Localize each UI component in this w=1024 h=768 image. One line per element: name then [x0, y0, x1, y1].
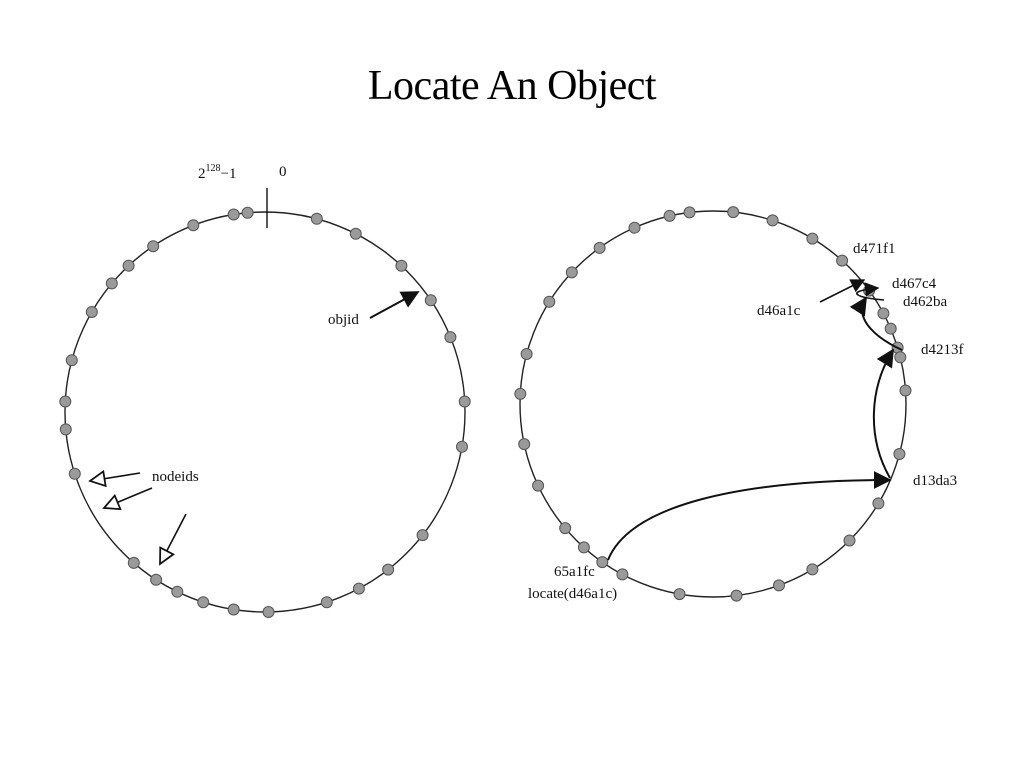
nodeid-arrow-2 [104, 487, 153, 508]
right-node-dot [843, 534, 856, 547]
right-diagram: d471f1 d467c4 d462ba d4213f d13da3 65a1f… [514, 206, 964, 602]
left-node-dot [127, 556, 140, 569]
left-node-dot [197, 596, 210, 609]
node-label-d4213f: d4213f [921, 342, 964, 358]
nodeid-arrow-1 [90, 473, 141, 481]
right-node-dot [877, 307, 890, 320]
right-node-dot [543, 295, 556, 308]
left-node-dot [65, 354, 78, 367]
right-node-dot [532, 479, 545, 492]
left-node-dot [171, 585, 184, 598]
right-node-dot [899, 384, 912, 397]
right-node-dot [884, 322, 897, 335]
node-label-d471f1: d471f1 [853, 241, 896, 257]
nodeid-arrow-3 [160, 513, 187, 564]
left-node-dot [59, 423, 72, 436]
node-label-d462ba: d462ba [903, 294, 948, 310]
left-node-dot [187, 219, 200, 232]
right-node-dot [518, 438, 531, 451]
right-node-dot [514, 387, 527, 400]
left-node-dot [105, 277, 118, 290]
right-node-dot [683, 206, 696, 219]
left-node-dot [424, 294, 437, 307]
left-node-dot [227, 208, 240, 221]
key-label: d46a1c [757, 303, 801, 319]
left-node-dot [320, 596, 333, 609]
left-node-dot [444, 331, 457, 344]
route-hop-2 [872, 348, 894, 479]
left-node-dot [395, 259, 408, 272]
right-node-dot [893, 448, 906, 460]
right-node-dot [616, 568, 629, 581]
left-node-dot [68, 467, 81, 480]
left-node-dot [262, 606, 275, 618]
right-node-dot [673, 588, 686, 601]
left-node-dot [416, 529, 429, 542]
ring-zero-label: 0 [279, 164, 287, 180]
right-node-dot [872, 497, 885, 510]
right-node-dot [663, 209, 676, 222]
left-node-dot [458, 395, 471, 408]
slide-title: Locate An Object [367, 63, 657, 109]
right-node-dot [628, 221, 641, 234]
right-node-dot [766, 214, 779, 227]
left-node-dot [456, 440, 468, 453]
left-node-dot [349, 227, 362, 240]
objid-label: objid [328, 312, 359, 328]
locate-call-label: locate(d46a1c) [528, 586, 617, 602]
right-node-dot [836, 254, 849, 267]
left-node-dot [241, 206, 254, 219]
right-node-dot [559, 522, 572, 535]
left-node-dot [147, 240, 160, 253]
right-node-dot [894, 351, 907, 364]
left-diagram: 2128−1 0 objid nodeids [59, 163, 471, 618]
left-node-dot [227, 603, 240, 616]
node-label-d467c4: d467c4 [892, 276, 937, 292]
right-node-dot [520, 348, 533, 360]
right-id-ring [519, 210, 907, 598]
left-node-dots [59, 206, 471, 618]
objid-arrow [369, 291, 420, 319]
left-node-dot [310, 212, 323, 225]
key-pointer-arrow [819, 279, 866, 303]
right-node-dot [806, 563, 819, 576]
route-hop-4 [855, 282, 885, 301]
right-node-dot [730, 589, 743, 602]
left-node-dot [85, 306, 98, 318]
left-node-dot [382, 563, 395, 576]
right-node-dot [727, 206, 740, 219]
route-hop-1 [607, 471, 892, 561]
right-node-dot [565, 266, 578, 279]
left-node-dot [150, 573, 163, 586]
left-node-dot [122, 259, 135, 272]
nodeids-label: nodeids [152, 469, 199, 485]
left-node-dot [59, 395, 72, 408]
left-node-dot [352, 582, 365, 595]
route-hop-3 [849, 296, 903, 351]
node-label-65a1fc: 65a1fc [554, 564, 595, 580]
ring-max-label: 2128−1 [198, 163, 236, 182]
right-node-dot [577, 541, 590, 554]
node-label-d13da3: d13da3 [913, 473, 957, 489]
right-node-dots [514, 206, 912, 602]
right-node-dot [773, 579, 785, 592]
right-node-dot [596, 556, 609, 569]
right-node-dot [806, 232, 819, 245]
left-id-ring [64, 211, 466, 613]
right-node-dot [593, 241, 606, 254]
